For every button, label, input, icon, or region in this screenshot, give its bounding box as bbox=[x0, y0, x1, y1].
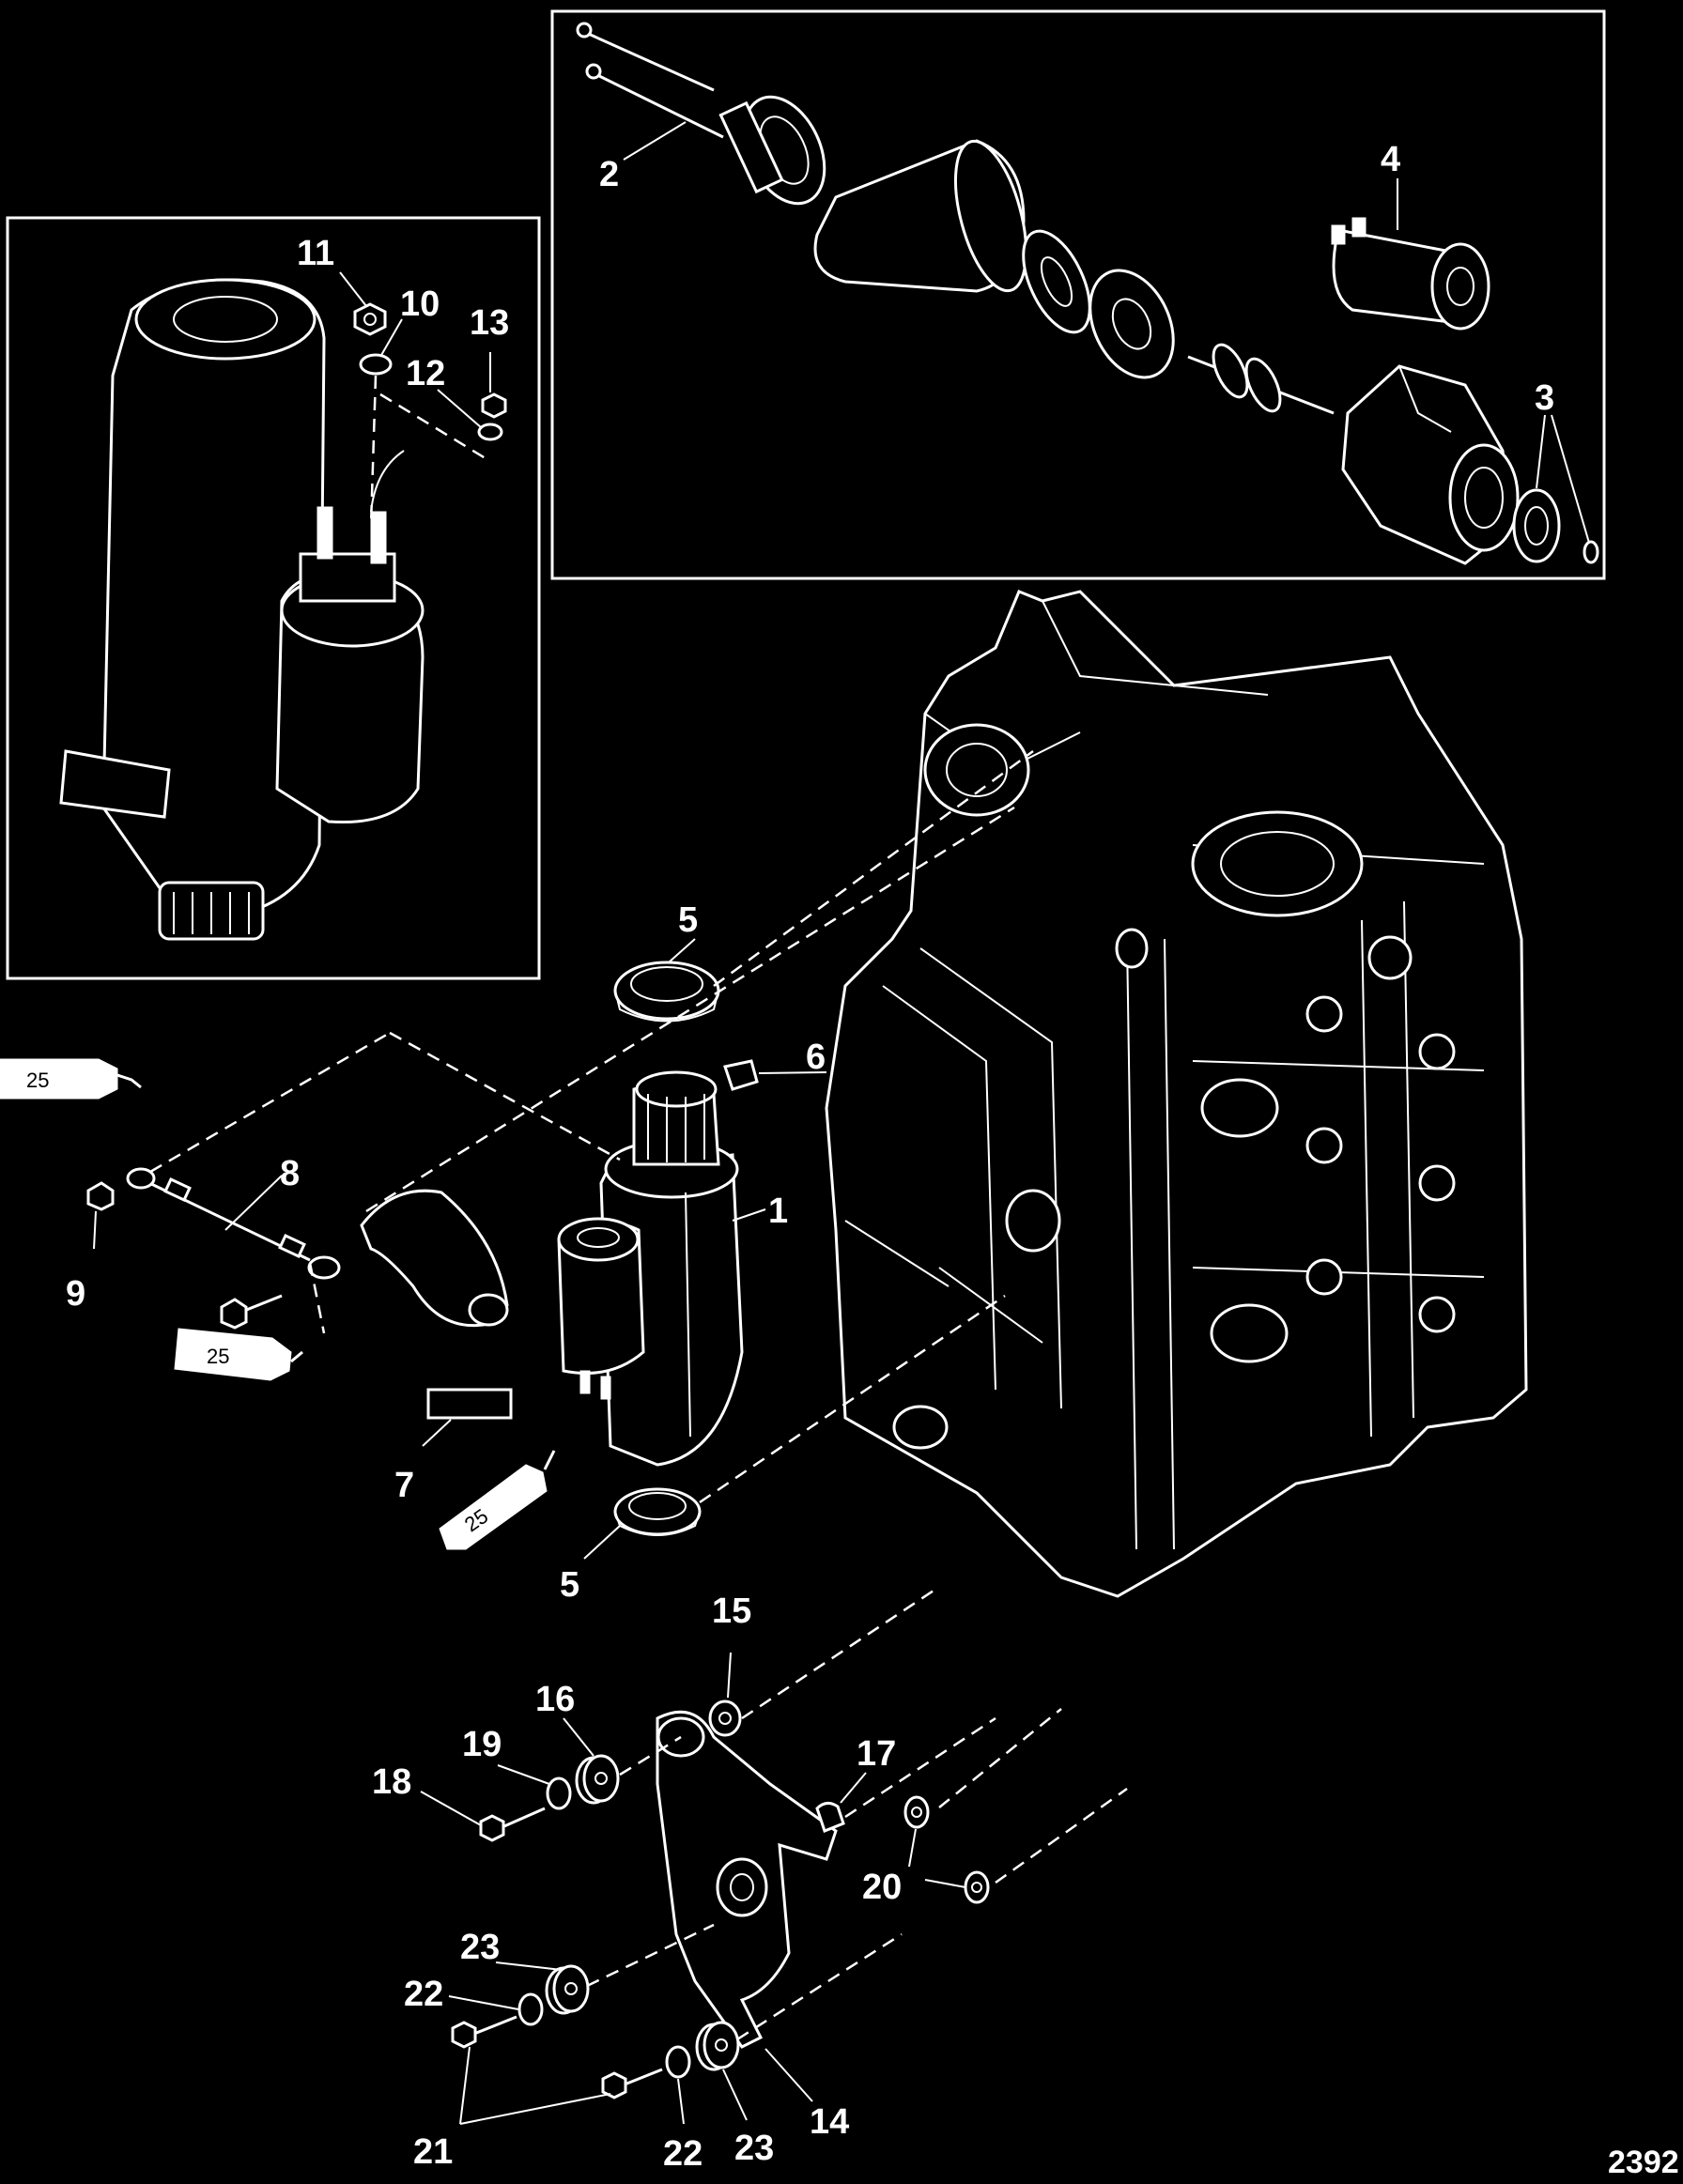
callout-15: 15 bbox=[712, 1592, 751, 1631]
seal-part-5-upper bbox=[613, 961, 720, 1023]
screw-part-21-lower bbox=[601, 2068, 663, 2099]
inset-frame-left bbox=[6, 216, 541, 980]
grommet-part-20-lower bbox=[964, 1870, 990, 1904]
callout-9: 9 bbox=[66, 1274, 85, 1314]
callout-19: 19 bbox=[462, 1725, 502, 1764]
terminal-lead bbox=[370, 450, 405, 513]
starter-exploded-inset: 2 4 3 bbox=[550, 9, 1606, 580]
grommet-part-16 bbox=[575, 1754, 620, 1805]
callout-6: 6 bbox=[806, 1038, 826, 1077]
block-port-upper-left bbox=[923, 723, 1030, 817]
engine-block bbox=[825, 590, 1528, 1598]
callout-23-upper: 23 bbox=[460, 1928, 500, 1967]
callout-22-lower: 22 bbox=[663, 2134, 703, 2174]
nut-part-11 bbox=[353, 302, 387, 336]
sealant-tube-middle: 25 bbox=[174, 1328, 303, 1381]
callout-1: 1 bbox=[768, 1192, 788, 1231]
washer-part-19 bbox=[546, 1776, 572, 1810]
callout-13: 13 bbox=[470, 303, 509, 343]
clip-part-6 bbox=[723, 1059, 759, 1091]
seal-part-5-lower bbox=[613, 1487, 702, 1536]
callout-21: 21 bbox=[413, 2132, 453, 2172]
callout-17: 17 bbox=[857, 1734, 896, 1774]
starter-solenoid-part-1 bbox=[557, 1217, 645, 1400]
solenoid-part-4 bbox=[1331, 217, 1490, 331]
callout-12: 12 bbox=[406, 354, 445, 393]
washer-plate bbox=[1022, 229, 1091, 334]
bracket-assembly: 15 16 19 18 17 20 23 22 21 22 23 14 bbox=[372, 1585, 1128, 2174]
tube-label-middle: 25 bbox=[207, 1345, 229, 1368]
screw-part-21-upper bbox=[451, 2015, 517, 2049]
figure-id: 2392 bbox=[1608, 2145, 1679, 2180]
battery-cable-part-8 bbox=[126, 1167, 341, 1280]
callout-5-lower: 5 bbox=[560, 1565, 579, 1605]
screw-part-18 bbox=[479, 1807, 546, 1842]
inset-frame-top-right bbox=[550, 9, 1606, 580]
decal-part-7 bbox=[426, 1388, 513, 1420]
pinion-gear-part-3 bbox=[1512, 488, 1599, 564]
callout-7: 7 bbox=[394, 1466, 414, 1505]
callout-11: 11 bbox=[297, 234, 334, 273]
callout-2: 2 bbox=[599, 155, 619, 194]
screw-part-9 bbox=[86, 1181, 115, 1211]
callout-4: 4 bbox=[1381, 140, 1400, 179]
nut-part-17 bbox=[815, 1802, 845, 1833]
callout-8: 8 bbox=[280, 1154, 300, 1193]
grommet-part-23-upper bbox=[545, 1964, 590, 2015]
callout-5-upper: 5 bbox=[678, 900, 698, 940]
callout-10: 10 bbox=[400, 285, 440, 324]
starter-strap bbox=[360, 1189, 509, 1328]
callout-14: 14 bbox=[810, 2102, 849, 2142]
drive-shaft bbox=[1187, 343, 1335, 415]
callout-23-lower: 23 bbox=[734, 2129, 774, 2168]
washer-part-10 bbox=[359, 353, 393, 376]
starter-housing bbox=[813, 139, 1027, 293]
strap-bolt bbox=[220, 1294, 283, 1330]
through-bolts bbox=[576, 22, 724, 139]
grommet-part-15 bbox=[708, 1700, 742, 1737]
callout-20: 20 bbox=[862, 1868, 902, 1907]
washer-part-22-upper bbox=[517, 1992, 544, 2026]
callout-18: 18 bbox=[372, 1762, 411, 1802]
sealant-tube-lower: 25 bbox=[439, 1450, 556, 1550]
callout-3: 3 bbox=[1535, 378, 1554, 418]
starter-assembled-inset: 11 10 13 12 bbox=[6, 216, 541, 980]
grommet-part-20-upper bbox=[903, 1795, 930, 1829]
tube-label-upper: 25 bbox=[26, 1069, 49, 1092]
drive-end-housing bbox=[1341, 364, 1520, 565]
armature-bearing-cap bbox=[1089, 269, 1175, 379]
callout-22-upper: 22 bbox=[404, 1975, 443, 2014]
nut-part-13 bbox=[481, 392, 507, 419]
callout-16: 16 bbox=[535, 1680, 575, 1719]
grommet-part-23-lower bbox=[695, 2021, 740, 2071]
washer-part-12 bbox=[477, 423, 503, 441]
sealant-tube-upper: 25 bbox=[0, 1058, 142, 1100]
washer-part-22-lower bbox=[665, 2045, 691, 2079]
assembled-solenoid bbox=[275, 506, 425, 824]
starter-end-cap bbox=[718, 95, 826, 206]
main-starter-assembly: 25 25 25 5 6 1 8 9 7 5 bbox=[0, 749, 1034, 1605]
assembled-starter-motor bbox=[59, 278, 326, 941]
block-bearing-bore bbox=[1191, 810, 1364, 917]
